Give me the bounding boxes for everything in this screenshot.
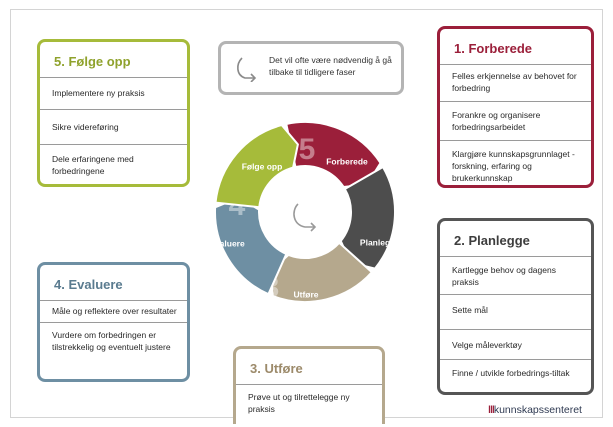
- wheel-segment-label: Utføre: [293, 289, 318, 299]
- phase-item: Måle og reflektere over resultater: [40, 300, 187, 322]
- wheel-segment-label: Forberede: [326, 156, 368, 166]
- return-note: Det vil ofte være nødvendig å gå tilbake…: [218, 41, 404, 95]
- phase-item: Finne / utvikle forbedrings-tiltak: [440, 359, 591, 385]
- kunnskapssenteret-logo: ǀǀǀkunnskapssenteret: [488, 404, 582, 416]
- phase-item: Velge måleverktøy: [440, 329, 591, 359]
- phase-item: Sikre videreføring: [40, 109, 187, 144]
- phase-item: Vurdere om forbedringen er tilstrekkelig…: [40, 322, 187, 359]
- phase-title: 5. Følge opp: [54, 54, 131, 69]
- wheel-segment-evaluere: [214, 196, 288, 296]
- phase-item: Kartlegge behov og dagens praksis: [440, 256, 591, 294]
- phase-cycle-wheel: 1Forberede2Planlegge3Utføre4Evaluere5Føl…: [209, 121, 400, 304]
- logo-mark-icon: ǀǀǀ: [488, 404, 495, 416]
- phase-item: Dele erfaringene med forbedringene: [40, 144, 187, 183]
- wheel-segment-number: 5: [299, 133, 316, 166]
- phase-title: 3. Utføre: [250, 361, 303, 376]
- logo-text: kunnskapssenteret: [493, 404, 582, 416]
- phase-item: Forankre og organisere forbedringsarbeid…: [440, 101, 591, 140]
- phase-title: 4. Evaluere: [54, 277, 123, 292]
- wheel-center: [260, 167, 350, 257]
- phase-item: Sette mål: [440, 294, 591, 329]
- phase-box-planlegge: 2. Planlegge Kartlegge behov og dagens p…: [437, 218, 594, 395]
- phase-item: Implementere ny praksis: [40, 77, 187, 109]
- note-text: Det vil ofte være nødvendig å gå tilbake…: [269, 55, 392, 77]
- phase-item: Klargjøre kunnskapsgrunnlaget - forsknin…: [440, 140, 591, 185]
- wheel-segment-folge-opp: [214, 123, 299, 209]
- phase-box-forberede: 1. Forberede Felles erkjennelse av behov…: [437, 26, 594, 188]
- phase-title: 1. Forberede: [454, 41, 533, 56]
- phase-box-evaluere: 4. Evaluere Måle og reflektere over resu…: [37, 262, 190, 382]
- curved-arrow-icon: [237, 57, 257, 82]
- phase-box-utfore: 3. Utføre Prøve ut og tilrettelegge ny p…: [233, 346, 385, 424]
- phase-item: Felles erkjennelse av behovet for forbed…: [440, 64, 591, 101]
- phase-title: 2. Planlegge: [454, 233, 530, 248]
- phase-box-folge-opp: 5. Følge opp Implementere ny praksis Sik…: [37, 39, 190, 187]
- wheel-segment-planlegge: [339, 165, 396, 270]
- wheel-segment-label: Planlegge: [360, 237, 400, 247]
- wheel-segment-utfore: [269, 241, 374, 303]
- phase-item: Prøve ut og tilrettelegge ny praksis: [236, 384, 382, 421]
- center-arrow-icon: [293, 203, 317, 232]
- wheel-segment-forberede: [285, 121, 382, 189]
- wheel-segment-label: Følge opp: [242, 161, 283, 171]
- wheel-segment-label: Evaluere: [209, 238, 245, 248]
